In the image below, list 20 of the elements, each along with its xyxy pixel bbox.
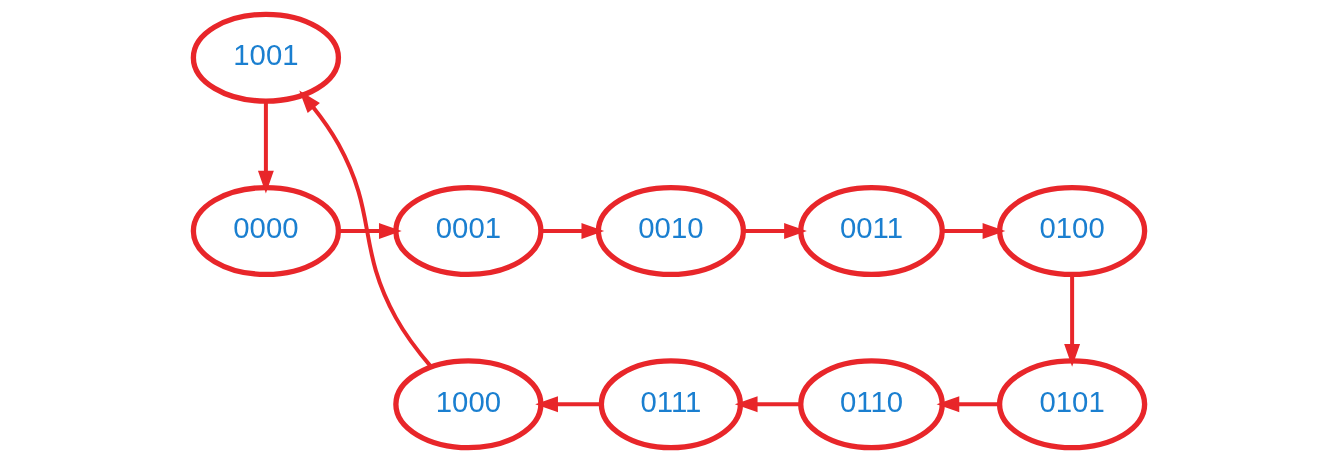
arrow: [257, 100, 274, 193]
arrow: [942, 222, 1005, 239]
arrow: [338, 222, 402, 239]
arrow: [298, 90, 433, 368]
arrow: [534, 395, 600, 412]
arrow: [743, 222, 807, 239]
node-ellipse: 0100: [996, 184, 1147, 277]
node-ellipse: 0111: [598, 357, 743, 450]
node-ellipse: 0110: [797, 357, 945, 450]
node-ellipse: 0010: [595, 184, 746, 277]
arrow: [936, 395, 999, 412]
node-ellipse: 0000: [190, 184, 341, 277]
node-ellipse: 1000: [392, 357, 544, 450]
node-ellipse: 0011: [797, 184, 945, 277]
arrow: [540, 222, 604, 239]
node-ellipse: 0101: [996, 357, 1147, 450]
arrow: [734, 395, 801, 412]
arrow: [1063, 274, 1080, 367]
node-ellipse: 1001: [190, 11, 341, 104]
node-ellipse: 0001: [392, 184, 544, 277]
